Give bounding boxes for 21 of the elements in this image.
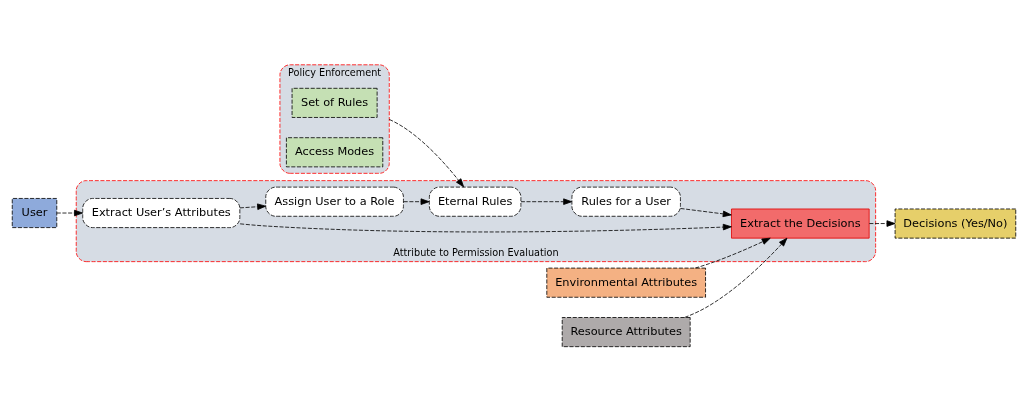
arrow (55, 209, 83, 217)
node-box: Set of Rules (291, 87, 378, 118)
node-box: Rules for a User (571, 186, 681, 217)
arrow (239, 223, 732, 233)
arrow (683, 237, 787, 318)
node-box: Extract User’s Attributes (81, 198, 240, 228)
arrow (520, 198, 572, 205)
node-box: Eternal Rules (428, 186, 521, 217)
node-box: Extract the Decisions (730, 208, 870, 239)
arrow (239, 203, 266, 210)
node-box: Environmental Attributes (545, 267, 706, 298)
arrow (694, 237, 771, 269)
arrow (868, 220, 895, 227)
arrow (388, 119, 464, 188)
arrow (679, 208, 732, 218)
node-box: Assign User to a Role (264, 186, 404, 217)
node-box: Decisions (Yes/No) (894, 208, 1016, 239)
node-box: User (11, 198, 57, 228)
node-box: Resource Attributes (561, 317, 691, 348)
arrow (402, 198, 429, 205)
node-box: Access Modes (285, 137, 383, 168)
